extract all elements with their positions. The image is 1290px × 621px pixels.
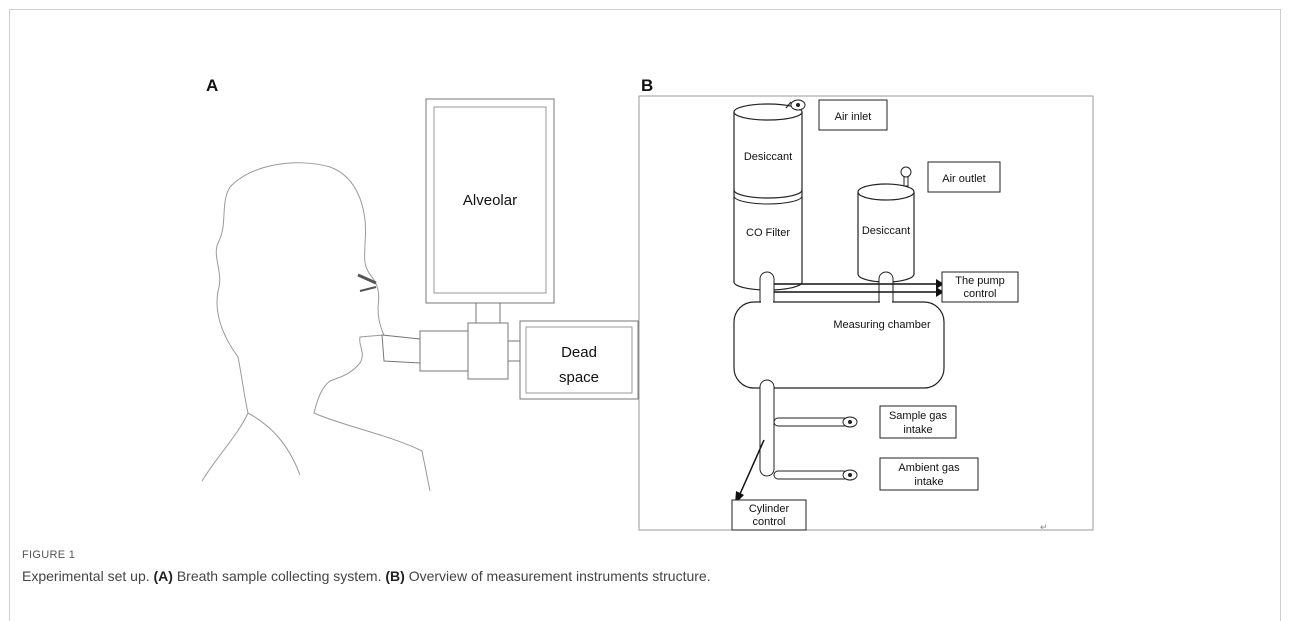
desiccant-right-cylinder (857, 192, 915, 283)
desiccant-right-label: Desiccant (862, 225, 910, 237)
dead-space-label-line1: Dead (561, 344, 597, 361)
pump-control-label-line1: The pump (955, 275, 1005, 287)
pump-control-label-line2: control (963, 288, 996, 300)
panel-a-letter: A (206, 76, 219, 95)
measuring-chamber-label: Measuring chamber (833, 319, 931, 331)
figure-frame (9, 9, 1281, 621)
air-inlet-valve-cap (785, 101, 792, 109)
caption-part-a-text: Breath sample collecting system. (176, 568, 382, 584)
caption-intro: Experimental set up. (22, 568, 150, 584)
panel-b-letter: B (641, 76, 654, 95)
air-inlet-valve-dot (796, 103, 800, 107)
sample-gas-label-line2: intake (903, 424, 932, 436)
pump-arrowhead-2 (936, 287, 944, 297)
cylinder-arrow-line (739, 439, 765, 495)
figure-caption: Experimental set up. (A) Breath sample c… (22, 568, 711, 584)
desiccant-top-label: Desiccant (744, 151, 792, 163)
tube-body (419, 330, 469, 372)
co-filter-label: CO Filter (746, 227, 790, 239)
cylinder-control-label-line2: control (752, 516, 785, 528)
sample-gas-valve-dot (848, 420, 852, 424)
measuring-chamber (733, 301, 945, 389)
ambient-gas-label-line2: intake (914, 476, 943, 488)
caption-part-a-tag: (A) (153, 568, 173, 584)
sample-gas-box (879, 405, 957, 439)
left-pipe-overlap (761, 298, 773, 306)
air-inlet-box (818, 99, 888, 131)
eyebrow (357, 273, 377, 285)
right-pipe-overlap (880, 298, 892, 306)
ambient-gas-label-line1: Ambient gas (898, 462, 960, 474)
neck-line (247, 412, 301, 476)
sample-gas-pipe (773, 417, 849, 427)
desiccant-cylinder-top (733, 103, 803, 121)
panel-a-diagram: Alveolar Dead space (201, 98, 639, 492)
dead-space-label-line2: space (559, 369, 599, 386)
cylinder-control-label-line1: Cylinder (749, 503, 790, 515)
bag-neck (475, 302, 501, 324)
bottom-vertical-pipe (759, 379, 775, 477)
cylinder-divider (733, 189, 803, 199)
eye (359, 286, 377, 292)
alveolar-label: Alveolar (463, 192, 517, 209)
pump-arrowhead-1 (936, 279, 944, 289)
tee-junction (467, 322, 509, 380)
caption-part-b-text: Overview of measurement instruments stru… (408, 568, 711, 584)
air-inlet-label: Air inlet (835, 111, 872, 123)
air-outlet-valve (900, 166, 912, 178)
ambient-gas-pipe (773, 470, 849, 480)
pump-control-box (941, 271, 1019, 303)
back-of-head (201, 186, 249, 482)
cylinder-control-box (731, 499, 807, 531)
cylinder-divider-2 (733, 195, 803, 205)
return-mark: ↵ (1040, 522, 1048, 532)
caption-part-b-tag: (B) (385, 568, 405, 584)
desiccant-co-cylinder (733, 112, 803, 291)
panel-b-border (638, 95, 1094, 531)
desiccant-right-top (857, 183, 915, 201)
alveolar-bag-inner (433, 106, 547, 294)
air-outlet-box (927, 161, 1001, 193)
dead-space-bag-inner (525, 326, 633, 394)
air-outlet-label: Air outlet (942, 173, 985, 185)
ambient-gas-valve-dot (848, 473, 852, 477)
head-silhouette (229, 162, 431, 492)
panel-b-diagram: Desiccant CO Filter Air inlet Desiccant … (638, 95, 1094, 531)
figure-label: FIGURE 1 (22, 549, 76, 561)
ambient-gas-box (879, 457, 979, 491)
sample-gas-label-line1: Sample gas (889, 410, 948, 422)
mouthpiece (381, 334, 421, 364)
